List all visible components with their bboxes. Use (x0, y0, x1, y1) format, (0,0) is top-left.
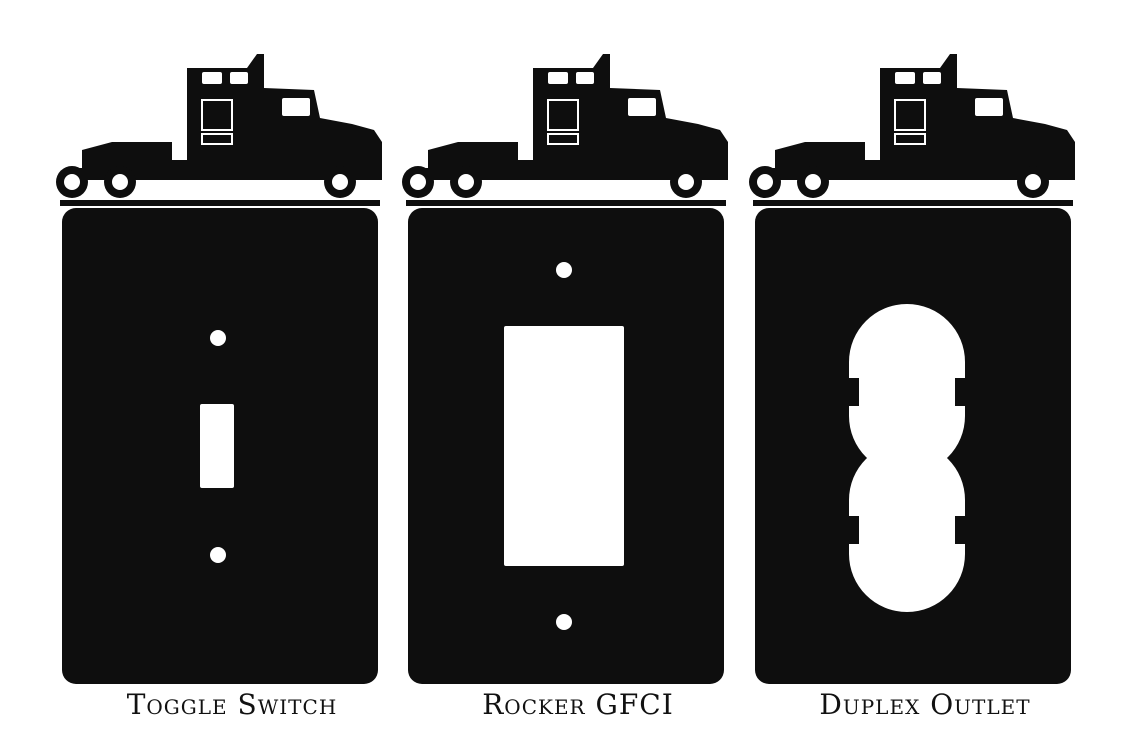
lower-receptacle-opening (849, 442, 965, 612)
caption-rocker-gfci: Rocker GFCI (482, 688, 674, 721)
rocker-gfci-cover (402, 54, 728, 684)
caption-duplex-outlet: Duplex Outlet (819, 688, 1031, 721)
rocker-opening (504, 326, 624, 566)
top-screw-hole (210, 330, 226, 346)
toggle-opening (200, 404, 234, 488)
top-screw-hole (556, 262, 572, 278)
bottom-screw-hole (210, 547, 226, 563)
caption-toggle-switch: Toggle Switch (126, 688, 338, 721)
product-toggle-switch: Toggle Switch (52, 50, 412, 750)
semi-truck-icon (749, 54, 1075, 206)
product-duplex-outlet: Duplex Outlet (745, 50, 1105, 750)
duplex-outlet-cover (749, 54, 1075, 684)
product-rocker-gfci: Rocker GFCI (398, 50, 758, 750)
bottom-screw-hole (556, 614, 572, 630)
toggle-switch-cover (56, 54, 382, 684)
upper-receptacle-opening (849, 304, 965, 474)
